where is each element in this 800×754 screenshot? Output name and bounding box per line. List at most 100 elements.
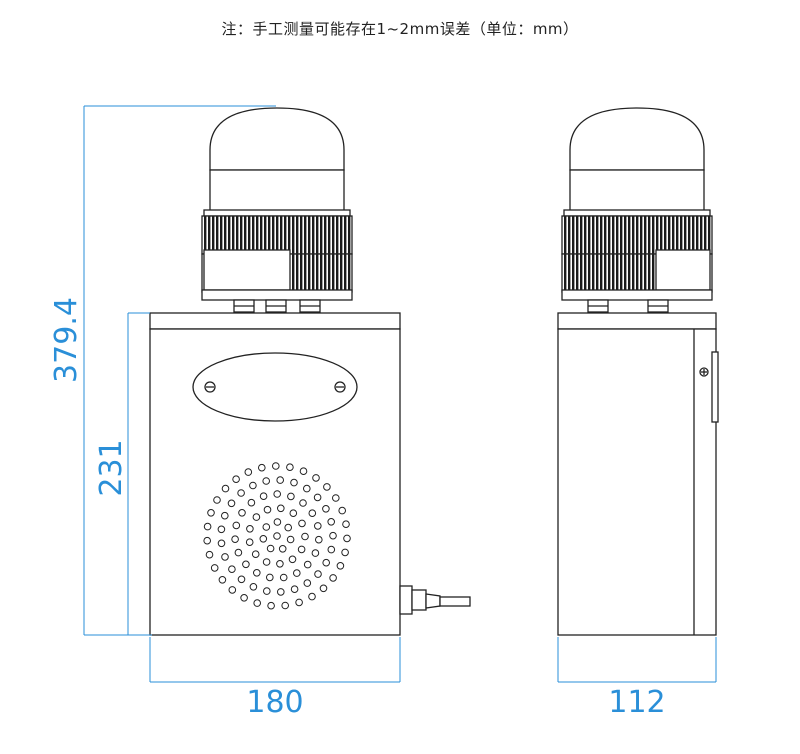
grille-hole — [281, 601, 290, 610]
grille-hole — [259, 535, 268, 543]
grille-hole — [297, 545, 306, 554]
grille-hole — [237, 489, 245, 497]
grille-hole — [213, 496, 221, 504]
grille-hole — [272, 462, 280, 470]
grille-hole — [298, 519, 306, 528]
side-box-lid — [557, 312, 717, 330]
side-width-label: 112 — [608, 685, 665, 720]
grille-hole — [322, 558, 331, 567]
front-cable-gland — [399, 585, 413, 615]
grille-hole — [343, 534, 351, 543]
grille-hole — [207, 509, 215, 517]
grille-hole — [289, 509, 298, 518]
grille-hole — [279, 573, 288, 582]
grille-hole — [336, 562, 345, 570]
grille-hole — [278, 545, 287, 553]
grille-hole — [258, 463, 266, 472]
grille-hole — [332, 494, 340, 502]
grille-hole — [299, 467, 308, 476]
front-cable — [439, 596, 471, 607]
total-height-label: 379.4 — [49, 297, 84, 383]
side-beacon-ribbed-base — [561, 215, 713, 255]
front-nameplate — [192, 352, 358, 422]
grille-hole — [234, 548, 243, 557]
grille-hole — [342, 520, 350, 529]
grille-hole — [287, 492, 295, 501]
grille-hole — [322, 505, 330, 513]
grille-hole — [273, 518, 282, 526]
grille-hole — [308, 592, 316, 601]
grille-hole — [277, 504, 285, 513]
grille-hole — [263, 505, 272, 514]
grille-hole — [314, 570, 322, 578]
grille-hole — [217, 539, 226, 548]
grille-hole — [210, 564, 219, 572]
grille-hole — [288, 555, 297, 564]
grille-hole — [218, 576, 227, 584]
grille-hole — [249, 583, 258, 591]
grille-hole — [273, 490, 282, 498]
grille-hole — [276, 476, 285, 484]
grille-hole — [263, 587, 271, 595]
grille-hole — [245, 538, 254, 547]
grille-hole — [327, 518, 336, 526]
grille-hole — [251, 550, 260, 559]
grille-hole — [252, 569, 261, 577]
front-beacon-dome — [209, 107, 345, 171]
grille-hole — [262, 523, 271, 531]
grille-hole — [237, 575, 246, 584]
grille-hole — [286, 535, 295, 544]
grille-hole — [314, 522, 322, 530]
grille-hole — [293, 569, 301, 577]
grille-hole — [205, 550, 214, 559]
grille-hole — [203, 522, 212, 531]
dimension-lines — [83, 105, 717, 683]
grille-hole — [319, 584, 328, 593]
measurement-note: 注：手工测量可能存在1~2mm误差（单位：mm） — [221, 20, 579, 38]
grille-hole — [303, 560, 312, 569]
grille-hole — [313, 493, 322, 502]
front-speaker-grille — [203, 462, 351, 610]
grille-hole — [290, 478, 298, 487]
grille-hole — [253, 599, 262, 607]
grille-hole — [249, 481, 257, 490]
grille-hole — [301, 532, 309, 541]
grille-hole — [329, 574, 337, 582]
front-box-lid — [149, 312, 401, 330]
grille-hole — [231, 535, 239, 544]
front-view — [149, 107, 471, 636]
grille-hole — [238, 509, 246, 517]
grille-hole — [203, 536, 211, 545]
grille-hole — [217, 525, 226, 534]
grille-hole — [299, 499, 307, 507]
grille-hole — [252, 513, 261, 521]
box-height-label: 231 — [94, 439, 129, 496]
grille-hole — [221, 484, 230, 493]
side-beacon-lens-band — [569, 169, 705, 213]
grille-hole — [228, 586, 237, 594]
grille-hole — [273, 532, 281, 540]
grille-hole — [338, 506, 347, 515]
grille-hole — [221, 553, 229, 561]
grille-hole — [311, 549, 320, 557]
grille-hole — [240, 594, 248, 602]
grille-hole — [303, 579, 312, 587]
grille-hole — [312, 474, 320, 482]
side-beacon-dome — [569, 107, 705, 171]
front-beacon-ribbed-base — [201, 215, 353, 255]
grille-hole — [262, 477, 271, 485]
grille-hole — [259, 492, 268, 501]
grille-hole — [247, 498, 256, 507]
grille-hole — [266, 544, 275, 553]
grille-hole — [315, 535, 323, 544]
grille-hole — [242, 560, 250, 569]
grille-hole — [221, 511, 229, 520]
side-hinge — [711, 351, 719, 423]
grille-hole — [232, 521, 241, 530]
front-width-label: 180 — [246, 685, 303, 720]
grille-hole — [286, 463, 294, 472]
grille-hole — [227, 499, 236, 508]
grille-hole — [267, 601, 275, 610]
grille-hole — [266, 573, 274, 582]
